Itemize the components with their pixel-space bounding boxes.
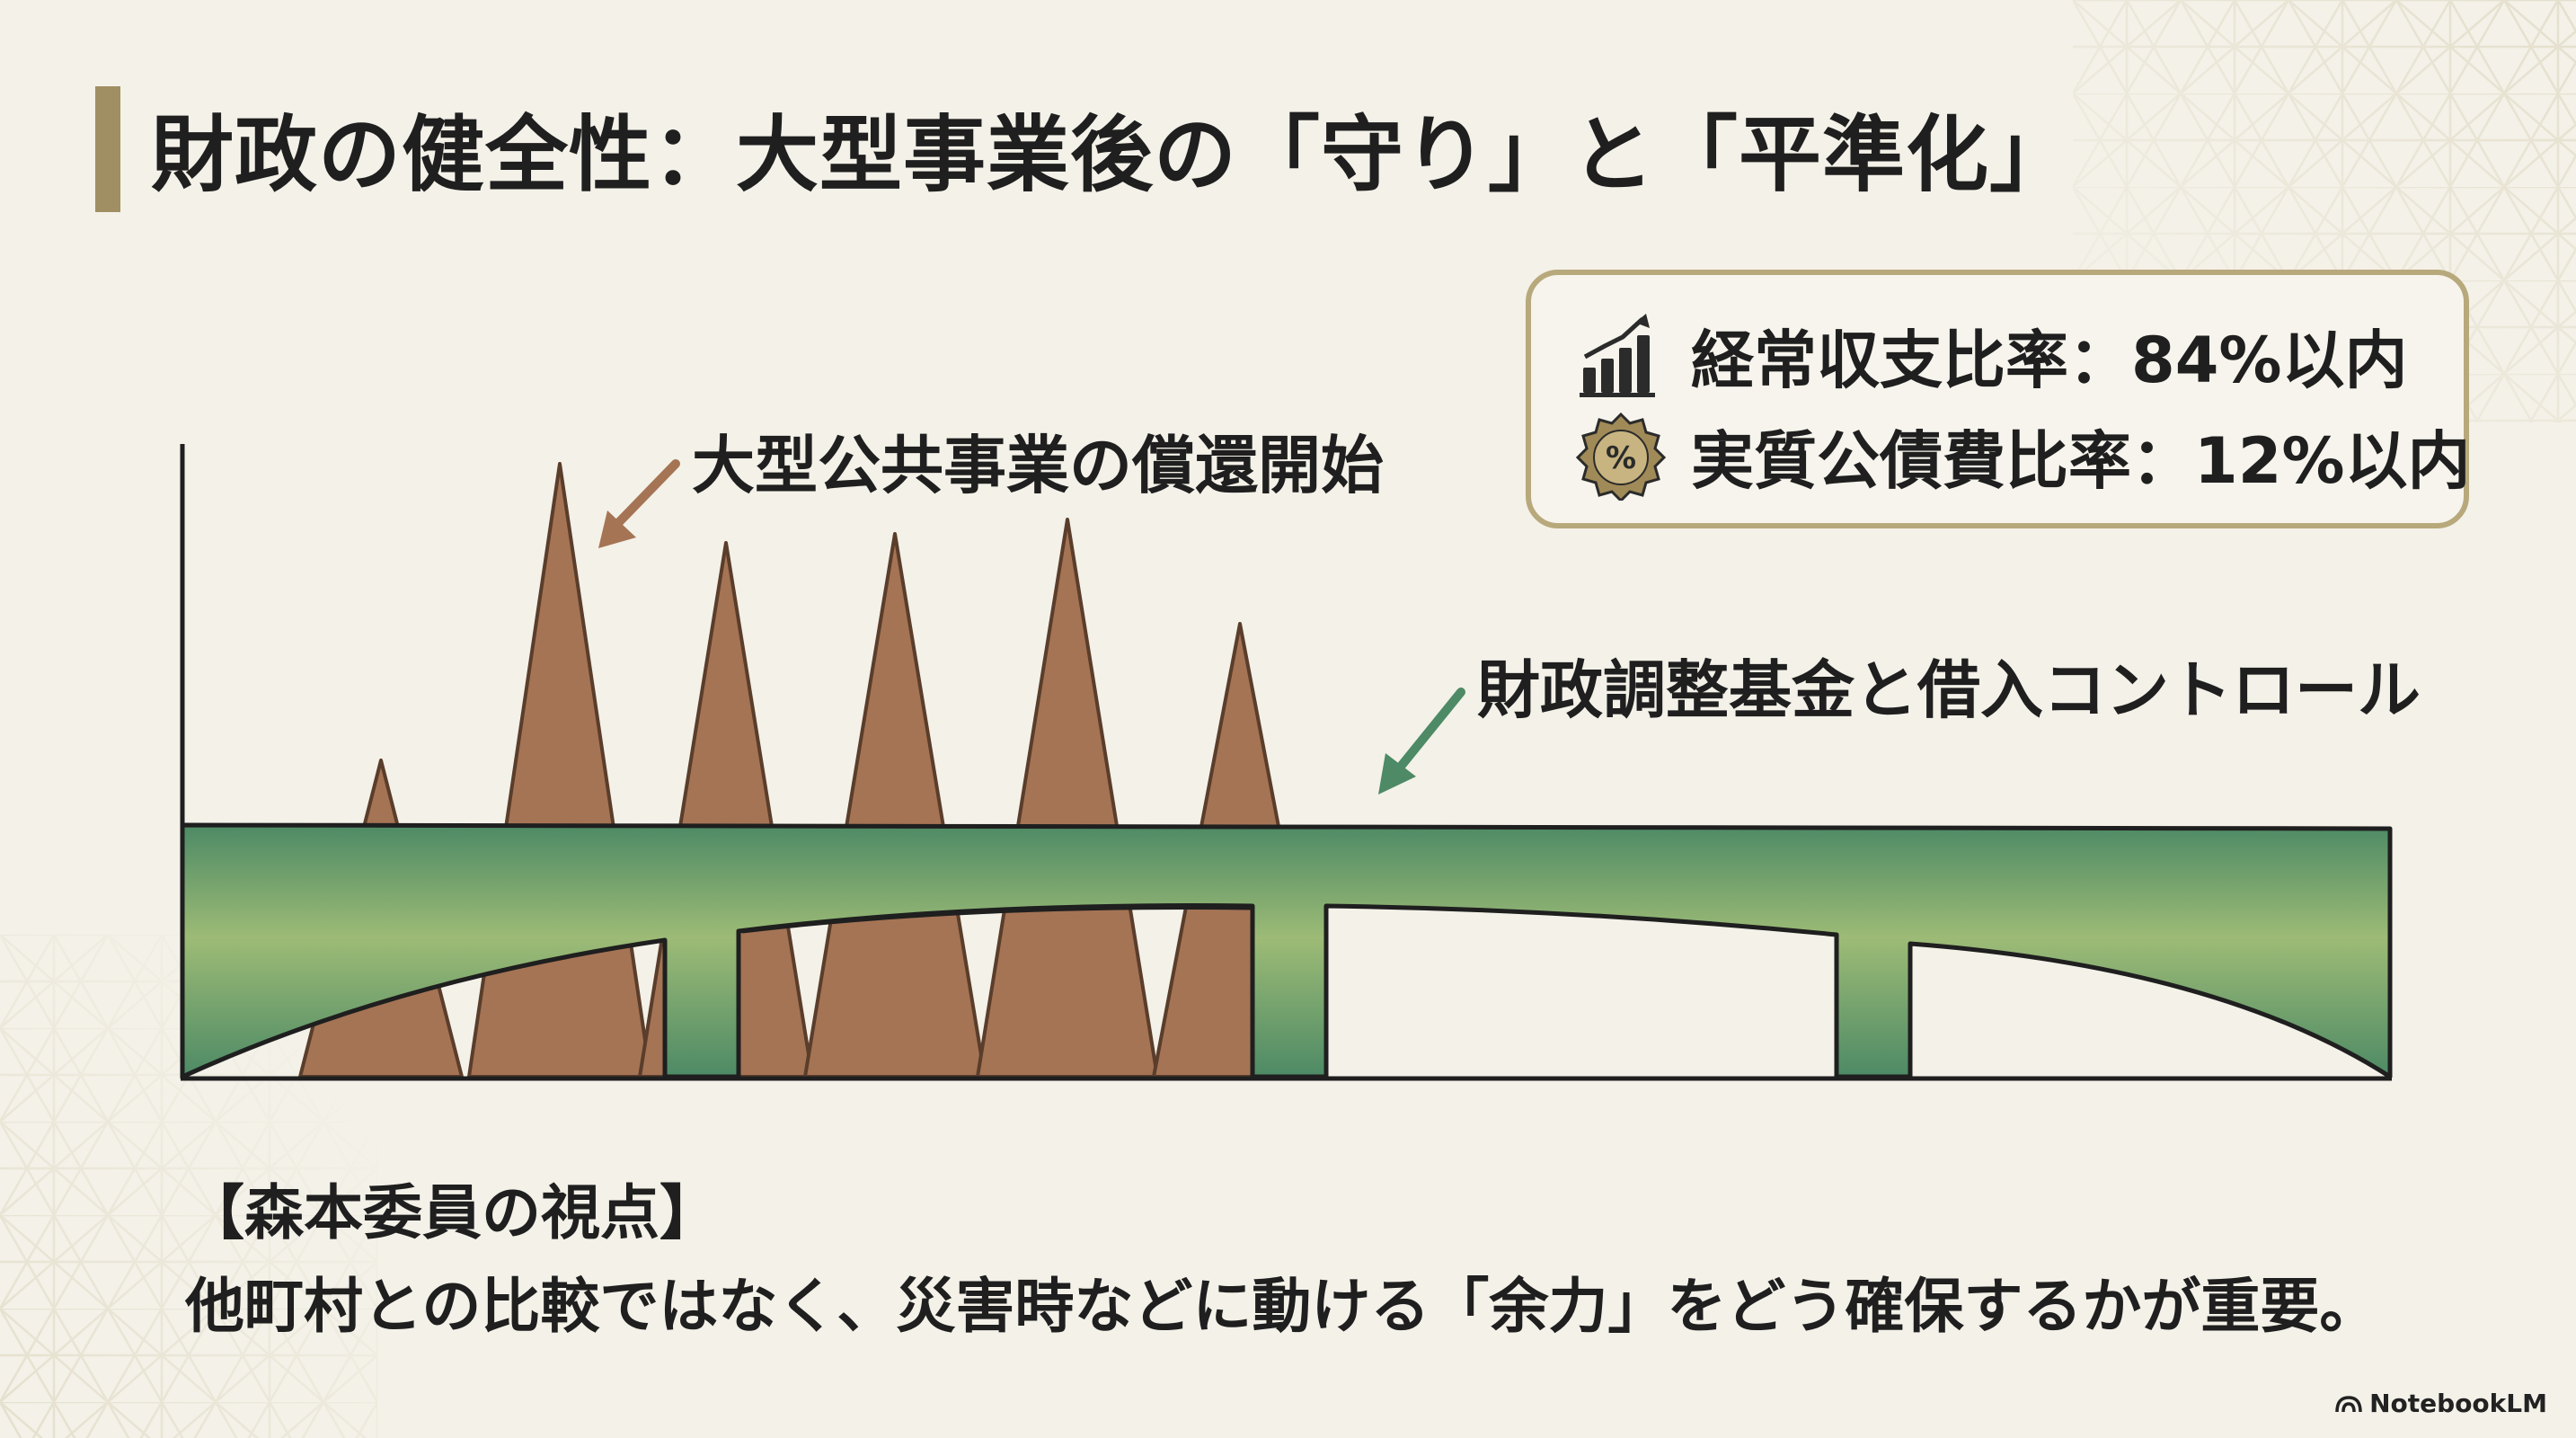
note-body: 他町村との比較ではなく、災害時などに動ける「余力」をどう確保するかが重要。 [185,1272,2379,1341]
metric-row-ordinary-balance: 経常収支比率： 84%以内 [1576,306,2408,404]
brand-label: NotebookLM [2369,1389,2547,1418]
metric-label: 実質公債費比率： [1691,423,2194,498]
svg-text:%: % [1606,440,1636,476]
peak-arrow [598,459,680,548]
brand-badge: NotebookLM [2335,1389,2547,1418]
repayment-peak [976,518,1159,1078]
fund-annotation: 財政調整基金と借入コントロール [1477,653,2421,727]
page-title: 財政の健全性：大型事業後の「守り」と「平準化」 [151,107,2074,203]
repayment-peak [803,532,987,1078]
percent-badge-icon: % [1576,412,1666,501]
repayment-peaks [298,462,1328,1078]
metric-value: 84%以内 [2131,323,2408,397]
metric-row-debt-service-ratio: % 実質公債費比率： 12%以内 [1576,406,2471,505]
notebooklm-logo-icon [2335,1395,2362,1412]
metric-label: 経常収支比率： [1691,323,2131,397]
bridge-arch-line [741,905,1252,934]
axes [180,444,2392,1081]
metrics-panel: 経常収支比率： 84%以内 % 実質公債費比率： 12%以内 [1526,270,2471,528]
fund-arrow [1378,688,1465,794]
repayment-peak [467,462,652,1078]
peak-annotation: 大型公共事業の償還開始 [692,429,1384,502]
note-heading: 【森本委員の視点】 [185,1178,719,1247]
metric-value: 12%以内 [2194,423,2471,498]
bar-chart-growth-icon [1580,314,1655,397]
title-accent-bar [95,86,120,212]
